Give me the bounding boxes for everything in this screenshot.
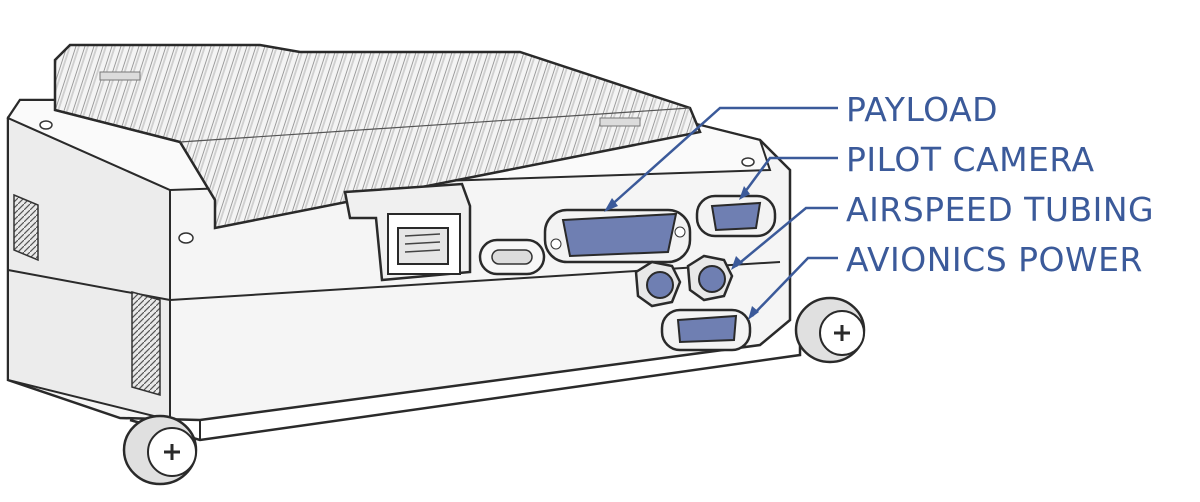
airspeed-tubing-leader: [735, 206, 838, 267]
label-payload: PAYLOAD: [846, 90, 999, 129]
payload-leader: [607, 106, 838, 209]
label-airspeed-tubing: AIRSPEED TUBING: [846, 190, 1155, 229]
thumb-screw-left: [122, 414, 198, 486]
pilot-camera-leader: [740, 156, 838, 197]
usb-c-port: [478, 238, 546, 276]
airspeed-fittings: [634, 254, 734, 308]
callout-arrowheads: [604, 186, 759, 320]
side-vents: [13, 193, 161, 396]
payload-connector: [543, 208, 692, 264]
avionics-power-connector: [660, 308, 752, 352]
ethernet-port: [343, 182, 472, 282]
pilot-camera-connector: [695, 194, 777, 238]
thumb-screw-right: [794, 296, 866, 364]
heatsink: [53, 43, 702, 230]
avionics-power-leader: [751, 256, 838, 317]
callout-leaders: [607, 106, 838, 317]
label-pilot-camera: PILOT CAMERA: [846, 140, 1095, 179]
label-avionics-power: AVIONICS POWER: [846, 240, 1143, 279]
